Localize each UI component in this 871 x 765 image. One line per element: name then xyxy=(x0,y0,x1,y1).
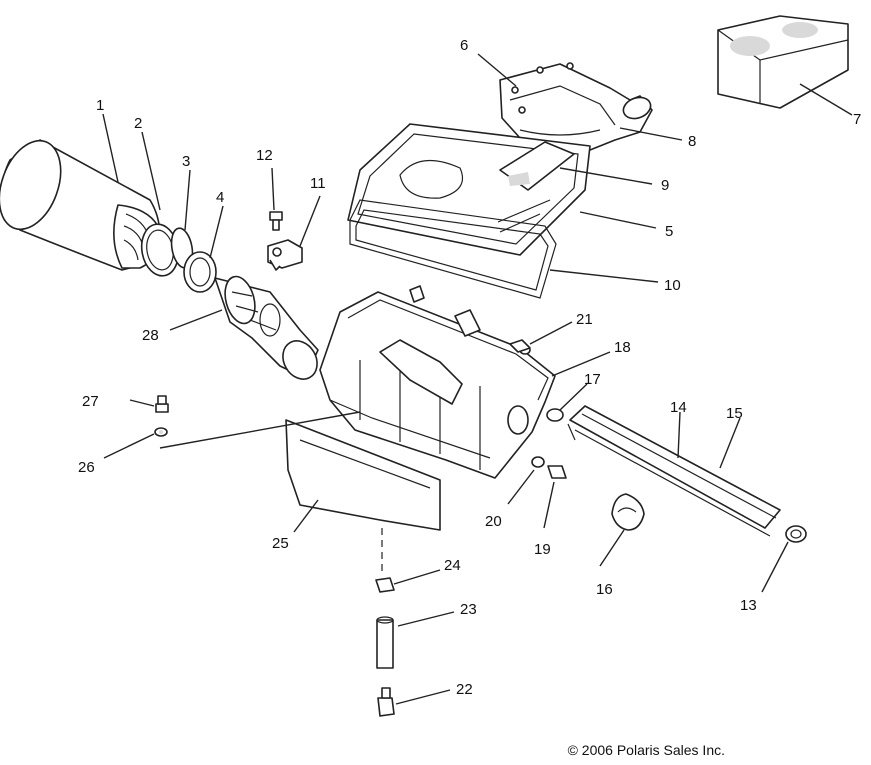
part-label: 10 xyxy=(664,277,681,294)
sensor-bracket xyxy=(267,239,303,271)
bolt-27 xyxy=(155,395,169,413)
part-label: 7 xyxy=(853,111,861,128)
part-label: 8 xyxy=(688,133,696,150)
part-label: 27 xyxy=(82,393,99,410)
part-label: 13 xyxy=(740,597,757,614)
part-label: 19 xyxy=(534,541,551,558)
part-label: 4 xyxy=(216,189,224,206)
intake-duct xyxy=(499,62,653,151)
airbox-base xyxy=(319,285,556,479)
hose-clamp xyxy=(611,493,645,531)
intake-boot xyxy=(214,275,319,380)
part-label: 17 xyxy=(584,371,601,388)
part-labels: 1 2 3 4 5 6 7 8 9 10 11 12 13 14 15 16 1… xyxy=(78,37,861,698)
part-label: 20 xyxy=(485,513,502,530)
part-label: 12 xyxy=(256,147,273,164)
part-label: 15 xyxy=(726,405,743,422)
part-label: 22 xyxy=(456,681,473,698)
air-filter-element xyxy=(0,139,161,271)
airbox-gasket xyxy=(349,199,557,299)
fitting-19 xyxy=(547,465,567,479)
part-label: 18 xyxy=(614,339,631,356)
drain-tube xyxy=(567,405,781,537)
drain-assembly xyxy=(375,528,395,717)
copyright-notice: © 2006 Polaris Sales Inc. xyxy=(567,742,725,758)
part-label: 16 xyxy=(596,581,613,598)
leader-lines xyxy=(102,53,853,705)
part-label: 25 xyxy=(272,535,289,552)
side-panel xyxy=(285,419,441,531)
part-label: 2 xyxy=(134,115,142,132)
foam-block xyxy=(717,15,849,109)
part-label: 9 xyxy=(661,177,669,194)
part-label: 21 xyxy=(576,311,593,328)
part-label: 1 xyxy=(96,97,104,114)
part-label: 6 xyxy=(460,37,468,54)
part-label: 23 xyxy=(460,601,477,618)
drain-cap xyxy=(785,525,807,543)
part-label: 24 xyxy=(444,557,461,574)
part-label: 3 xyxy=(182,153,190,170)
part-label: 26 xyxy=(78,459,95,476)
fitting-17 xyxy=(546,408,564,422)
nut-21 xyxy=(509,339,531,353)
part-label: 14 xyxy=(670,399,687,416)
part-label: 5 xyxy=(665,223,673,240)
washer-26 xyxy=(154,427,168,437)
part-label: 28 xyxy=(142,327,159,344)
screw-12 xyxy=(269,211,283,231)
coupler-ring xyxy=(183,251,217,293)
part-label: 11 xyxy=(310,175,326,192)
airbox-cover xyxy=(347,123,591,256)
fitting-20 xyxy=(531,456,545,468)
